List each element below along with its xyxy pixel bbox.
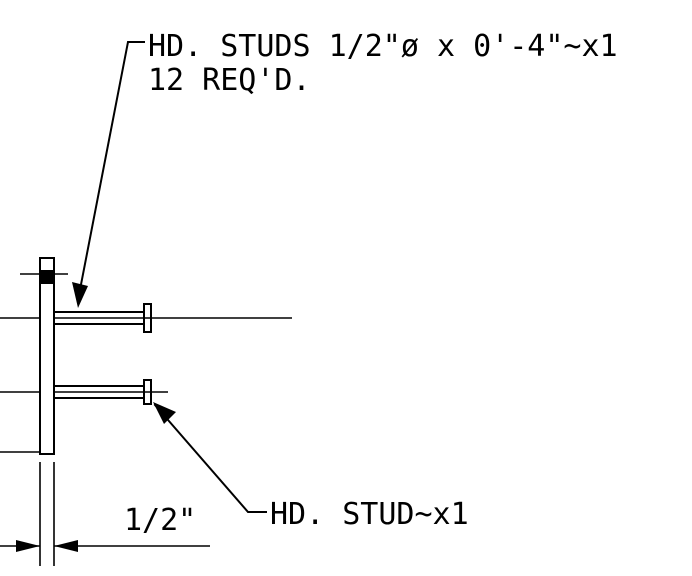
studs-callout-line2: 12 REQ'D.	[148, 63, 311, 98]
studs-callout-line1: HD. STUDS 1/2"ø x 0'-4"~x1	[148, 29, 618, 64]
thickness-dimension: 1/2"	[0, 462, 210, 566]
studs-leader	[72, 41, 145, 308]
lower-stud	[53, 379, 168, 405]
stud-callout: HD. STUD~x1	[270, 497, 469, 532]
dimension-arrow-right	[54, 540, 78, 552]
stud-leader	[153, 402, 267, 513]
reference-lines	[0, 317, 40, 453]
plate-weld-mark	[40, 270, 54, 284]
upper-stud	[53, 303, 292, 333]
dimension-label: 1/2"	[124, 503, 196, 538]
dimension-arrow-left	[16, 540, 40, 552]
base-plate	[20, 257, 68, 455]
